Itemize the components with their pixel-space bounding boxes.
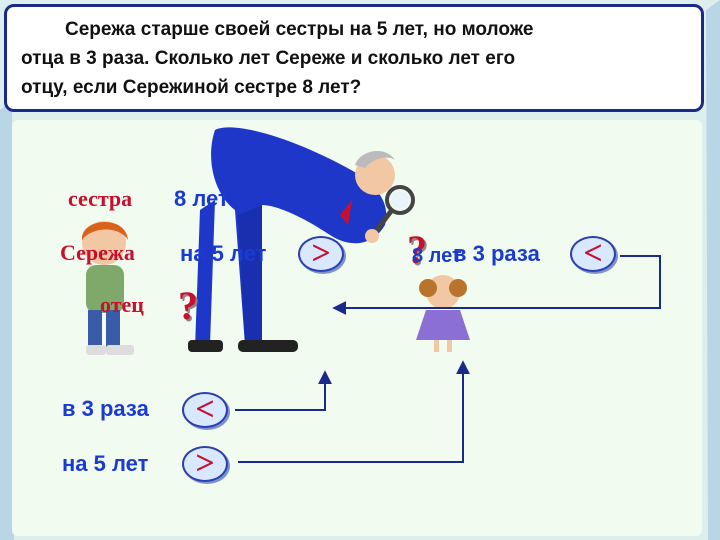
problem-line-1: Сережа старше своей сестры на 5 лет, но … [65, 19, 534, 40]
greater-sign-2: > [182, 446, 228, 482]
less-sign-1: < [570, 236, 616, 272]
greater-sign-1: > [298, 236, 344, 272]
father-figure [188, 127, 415, 352]
problem-line-3: отцу, если Сережиной сестре 8 лет? [21, 77, 362, 98]
problem-statement: Сережа старше своей сестры на 5 лет, но … [4, 4, 704, 112]
label-sister-age-2: 8 лет [412, 245, 462, 267]
label-times-3-bottom: в 3 раза [62, 396, 149, 421]
problem-line-2: отца в 3 раза. Сколько лет Сереже и скол… [21, 48, 516, 69]
label-sister-age: 8 лет [174, 186, 229, 211]
less-sign-2: < [182, 392, 228, 428]
label-older-by: на 5 лет [180, 241, 267, 266]
boy-figure [81, 221, 134, 355]
label-sister: сестра [68, 186, 133, 211]
pencil-decoration [0, 100, 14, 540]
label-five-years-bottom: на 5 лет [62, 451, 149, 476]
label-times-3-top: в 3 раза [453, 241, 540, 266]
label-father: отец [100, 292, 144, 317]
label-seryozha: Сережа [60, 240, 135, 265]
pencil-decoration-right [706, 0, 720, 540]
girl-figure [416, 275, 470, 352]
father-age-unknown: ? [178, 283, 198, 328]
seryozha-age-unknown: ? [407, 227, 427, 272]
connector-lines [235, 255, 661, 463]
